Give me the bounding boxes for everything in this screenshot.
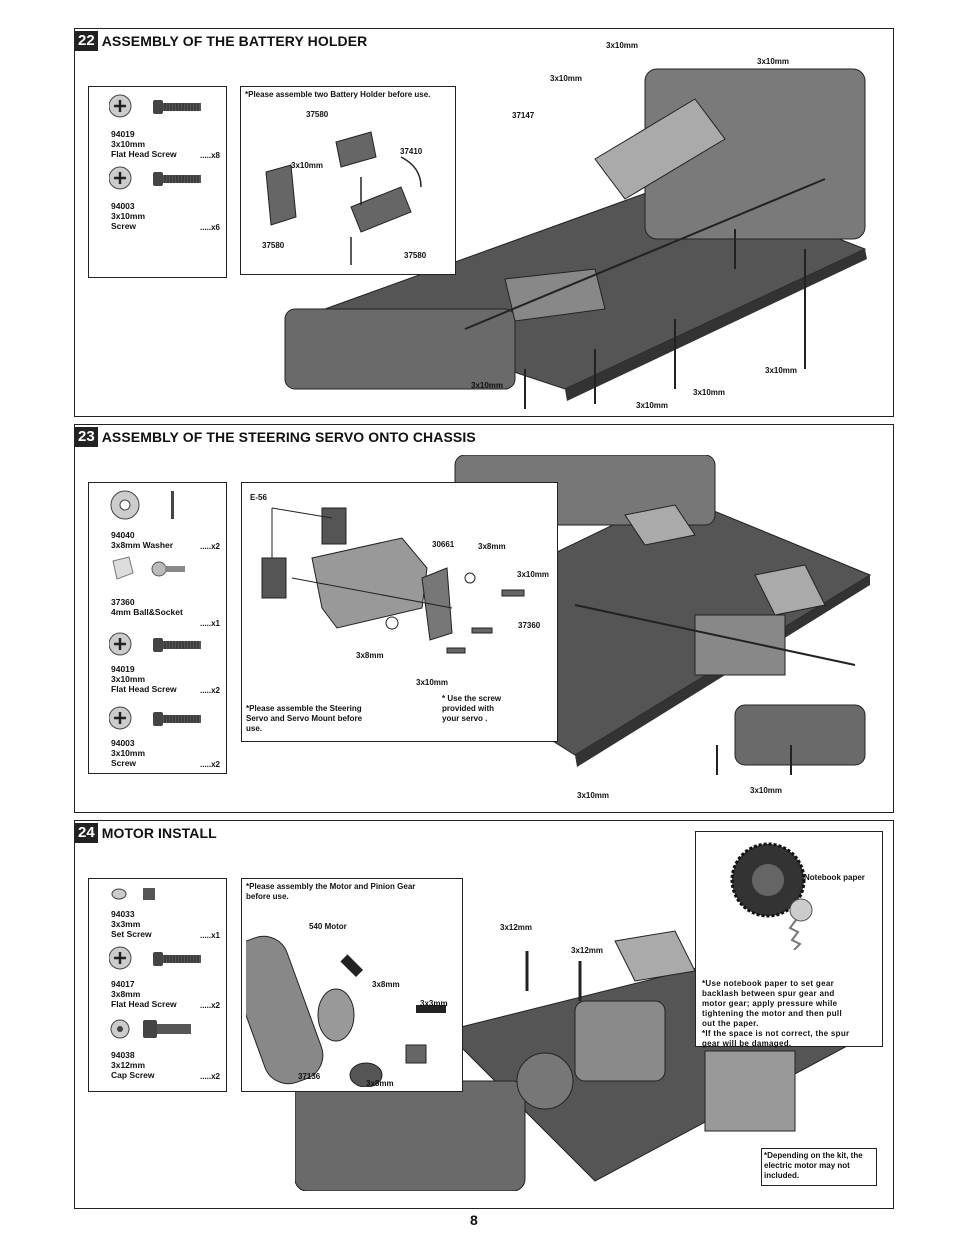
section-title: MOTOR INSTALL [101,825,217,841]
section-header: 22 ASSEMBLY OF THE BATTERY HOLDER [75,31,367,51]
part-label: 37580 [306,110,329,119]
part-qty: .....x8 [199,151,220,160]
part-label: 37410 [400,147,423,156]
flat-head-screw-icon [109,93,202,119]
callout-label: 3x10mm [693,388,726,397]
section-title: ASSEMBLY OF THE STEERING SERVO ONTO CHAS… [101,429,476,445]
part-code: 94033 [111,909,135,919]
steering-servo-chassis-illustration [383,455,872,775]
callout-label: 3x10mm [757,57,790,66]
part-qty: .....x2 [199,760,220,769]
callout-label: 3x12mm [500,923,533,932]
servo-inset: E-56 30661 3x8mm 3x10mm 37360 3x8mm 3x10… [241,482,558,742]
callout-label: 3x10mm [550,74,583,83]
part-label: 37580 [404,251,427,260]
part-desc: 3x8mm Flat Head Screw [111,989,177,1009]
part-desc: 3x8mm Washer [111,540,174,550]
part-code: 94017 [111,979,135,989]
parts-list: 94033 3x3mm Set Screw .....x1 94017 3x8m… [88,878,227,1092]
screw-icon [109,165,202,191]
part-label: 3x10mm [517,570,550,579]
battery-holder-chassis-illustration [284,68,867,409]
part-desc: 3x3mm Set Screw [111,919,152,939]
part-label: E-56 [250,493,267,502]
callout-label: 3x10mm [750,786,783,795]
parts-list: 94040 3x8mm Washer .....x2 37360 4mm Bal… [88,482,227,774]
parts-list: 94019 3x10mm Flat Head Screw .....x8 940… [88,86,227,278]
inset-note: *Please assembly the Motor and Pinion Ge… [246,882,416,901]
part-code: 94003 [111,738,135,748]
kit-note: *Depending on the kit, the electric moto… [764,1151,863,1180]
cap-screw-icon [110,1019,191,1039]
callout-label: 37147 [512,111,535,120]
part-qty: .....x2 [199,1072,220,1081]
callout-label: 3x10mm [606,41,639,50]
part-label: 3x10mm [416,678,449,687]
part-code: 37360 [111,597,135,607]
ball-socket-icon [112,556,185,580]
inset-note: *Please assemble two Battery Holder befo… [245,90,431,99]
spur-gear-illustration [730,842,813,950]
part-qty: .....x2 [199,1001,220,1010]
part-desc: 3x10mm Screw [111,748,146,768]
callout-label: 3x12mm [571,946,604,955]
part-label: 37360 [518,621,541,630]
part-label: 3x3mm [420,999,448,1008]
screw-icon [109,705,202,731]
gear-backlash-inset: Notebook paper *Use notebook paper to se… [695,831,883,1048]
flat-head-screw-icon [109,631,202,657]
callout-label: 3x10mm [577,791,610,800]
part-label: 540 Motor [309,922,347,931]
inset-note: *Please assemble the Steering Servo and … [246,704,363,733]
callout-label: 3x10mm [636,401,669,410]
set-screw-icon [111,888,155,900]
section-23: 23 ASSEMBLY OF THE STEERING SERVO ONTO C… [74,424,894,813]
part-qty: .....x2 [199,542,220,551]
part-code: 94003 [111,201,135,211]
part-desc: 3x10mm Flat Head Screw [111,674,177,694]
flat-head-screw-icon [109,945,202,971]
part-code: 94040 [111,530,135,540]
section-header: 24 MOTOR INSTALL [75,823,217,843]
part-code: 94019 [111,664,135,674]
battery-holder-parts-illustration [265,131,422,265]
gear-backlash-note: *Use notebook paper to set gear backlash… [702,979,850,1048]
part-code: 94019 [111,129,135,139]
part-label: 3x8mm [372,980,400,989]
part-desc: 4mm Ball&Socket [111,607,183,617]
part-qty: .....x2 [199,686,220,695]
part-desc: 3x10mm Flat Head Screw [111,139,177,159]
section-header: 23 ASSEMBLY OF THE STEERING SERVO ONTO C… [75,427,476,447]
battery-holder-inset: *Please assemble two Battery Holder befo… [240,86,456,275]
section-22: 22 ASSEMBLY OF THE BATTERY HOLDER 94019 … [74,28,894,417]
callout-label: 3x10mm [765,366,798,375]
servo-screw-note: * Use the screw provided with your servo… [442,694,502,723]
part-label: 37136 [298,1072,321,1081]
section-24: 24 MOTOR INSTALL 94033 3x3mm Set Screw .… [74,820,894,1209]
part-qty: .....x1 [199,619,220,628]
kit-note-box: *Depending on the kit, the electric moto… [761,1148,877,1186]
part-label: 30661 [432,540,455,549]
motor-parts-illustration [246,935,446,1087]
page-number: 8 [470,1212,478,1228]
part-label: 3x8mm [478,542,506,551]
step-number: 22 [75,31,98,51]
motor-inset: *Please assembly the Motor and Pinion Ge… [241,878,463,1092]
section-title: ASSEMBLY OF THE BATTERY HOLDER [101,33,368,49]
part-label: 3x8mm [366,1079,394,1088]
servo-parts-illustration [261,507,525,654]
callout-label: 3x10mm [471,381,504,390]
washer-icon [110,490,174,520]
notebook-paper-label: Notebook paper [804,873,865,882]
part-desc: 3x10mm Screw [111,211,146,231]
step-number: 23 [75,427,98,447]
part-qty: .....x1 [199,931,220,940]
part-label: 37580 [262,241,285,250]
part-desc: 3x12mm Cap Screw [111,1060,155,1080]
step-number: 24 [75,823,98,843]
part-label: 3x8mm [356,651,384,660]
part-qty: .....x6 [199,223,220,232]
part-code: 94038 [111,1050,135,1060]
part-label: 3x10mm [291,161,324,170]
